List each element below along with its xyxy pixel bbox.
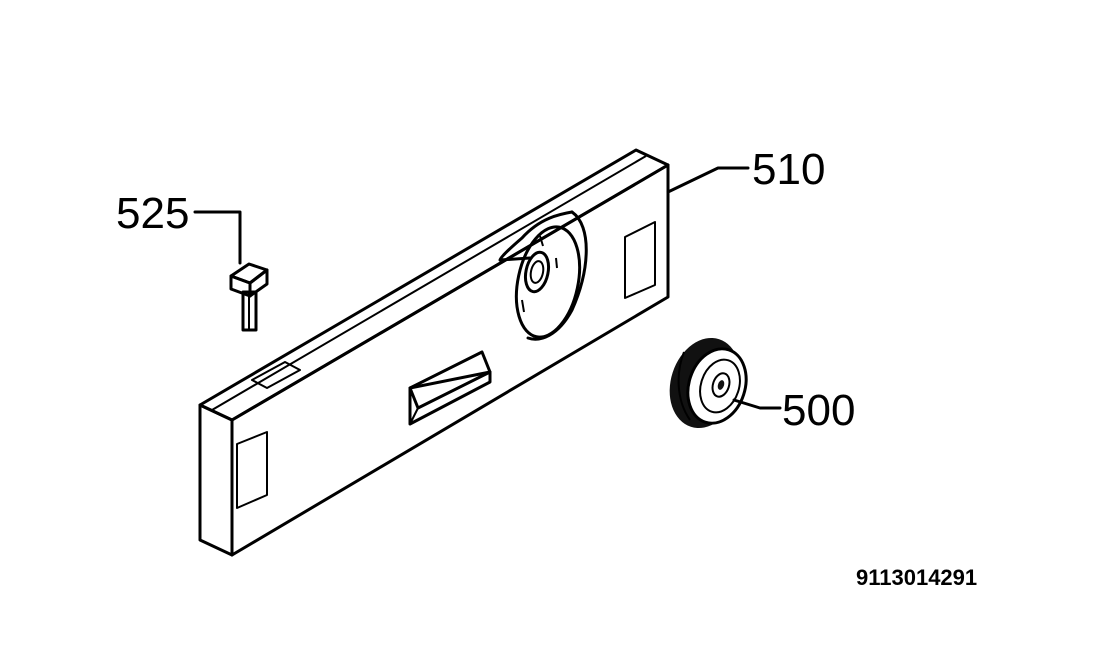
panel-right-window	[624, 221, 656, 299]
leader-line-525	[193, 210, 242, 265]
callout-500: 500	[782, 386, 855, 435]
panel-left-window	[236, 431, 268, 509]
control-panel-510	[198, 148, 670, 557]
panel-top-slot	[251, 361, 301, 389]
panel-top-face	[198, 148, 670, 422]
panel-knob-hub	[498, 210, 588, 341]
callout-510: 510	[752, 145, 825, 194]
screw-525	[229, 262, 269, 332]
callout-525: 525	[116, 189, 189, 238]
leader-line-510	[666, 166, 750, 194]
knob-500	[669, 338, 748, 428]
panel-handle-recess	[408, 350, 492, 426]
document-id: 9113014291	[856, 565, 977, 590]
panel-end-face	[198, 403, 234, 557]
leader-line-500	[732, 398, 782, 410]
